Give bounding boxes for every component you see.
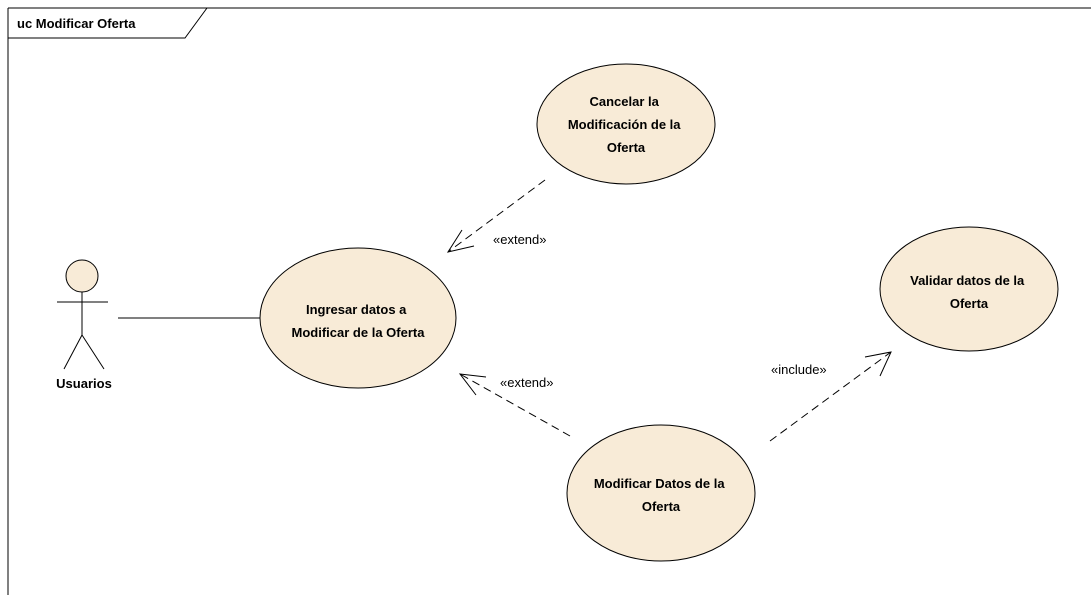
usecase-ellipse	[566, 424, 756, 562]
usecase-label: Validar datos de la Oferta	[910, 273, 1028, 311]
usecase-ellipse	[259, 247, 457, 389]
diagram-frame: uc Modificar Oferta	[7, 7, 1091, 595]
extend-top-line	[447, 179, 546, 253]
usecase-validar-datos[interactable]: Validar datos de la Oferta	[879, 226, 1059, 352]
usecase-label: Ingresar datos a Modificar de la Oferta	[292, 302, 426, 340]
actor-right-leg	[81, 334, 105, 370]
frame-title-tab	[8, 7, 208, 39]
usecase-ingresar-datos[interactable]: Ingresar datos a Modificar de la Oferta	[259, 247, 457, 389]
actor-label: Usuarios	[56, 376, 112, 391]
usecase-cancelar-modificacion[interactable]: Cancelar la Modificación de la Oferta	[536, 63, 716, 185]
actor-head	[65, 259, 99, 293]
relation-include-validar: «include»	[769, 351, 892, 442]
extend-top-label: «extend»	[493, 232, 547, 247]
extend-bottom-arrowhead	[458, 373, 487, 396]
extend-top-arrowhead	[446, 229, 475, 253]
actor-usuarios[interactable]: Usuarios	[56, 259, 112, 391]
extend-bottom-label: «extend»	[500, 375, 554, 390]
include-label: «include»	[771, 362, 827, 377]
frame-title: uc Modificar Oferta	[17, 16, 136, 31]
extend-bottom-line	[459, 373, 571, 437]
relation-extend-cancelar: «extend»	[446, 179, 547, 253]
include-arrowhead	[864, 351, 892, 377]
usecase-label: Modificar Datos de la Oferta	[594, 476, 728, 514]
relation-extend-modificar: «extend»	[458, 373, 571, 437]
actor-left-leg	[63, 334, 83, 370]
usecase-ellipse	[536, 63, 716, 185]
usecase-ellipse	[879, 226, 1059, 352]
usecase-label: Cancelar la Modificación de la Oferta	[568, 94, 684, 155]
usecase-modificar-datos[interactable]: Modificar Datos de la Oferta	[566, 424, 756, 562]
